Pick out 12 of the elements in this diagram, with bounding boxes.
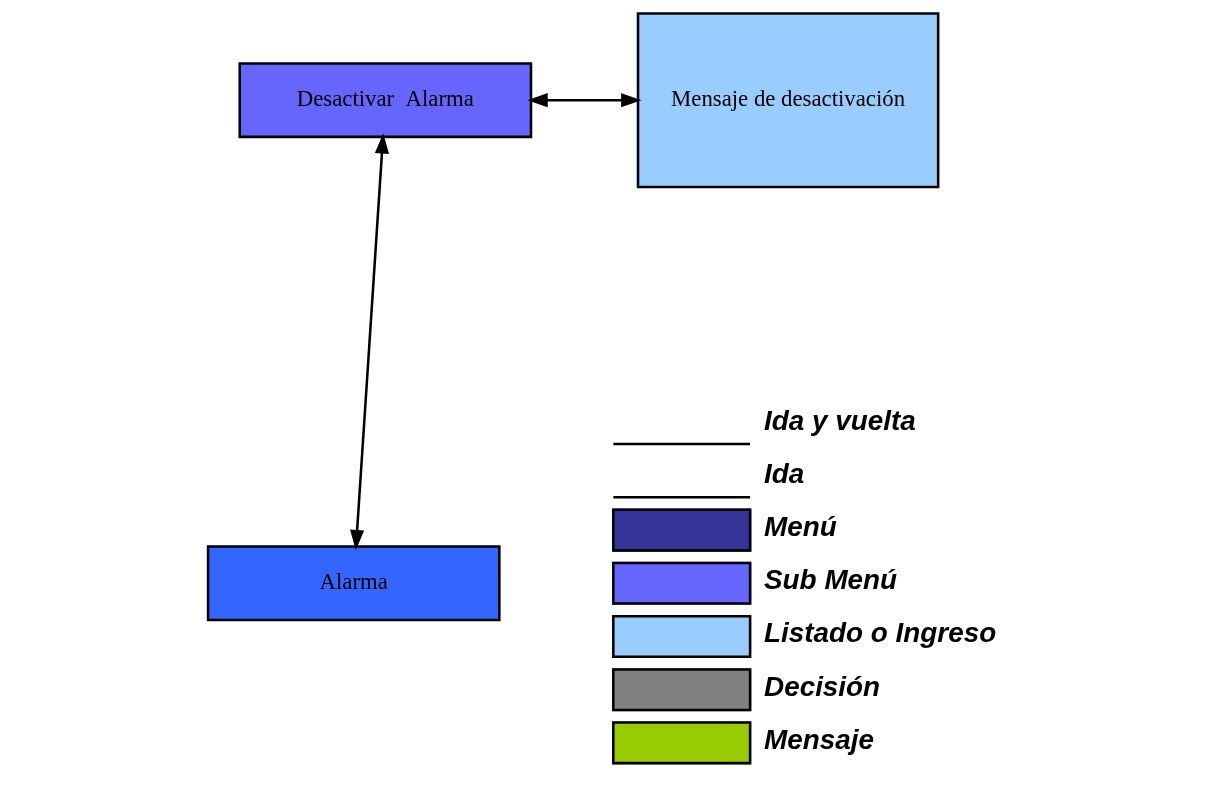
arrow bbox=[527, 93, 642, 108]
node-box: Mensaje de desactivación bbox=[636, 12, 940, 189]
legend-label: Sub Menú bbox=[764, 564, 898, 596]
node-box: Alarma bbox=[206, 545, 501, 622]
arrow bbox=[350, 133, 389, 551]
legend-label: Menú bbox=[764, 510, 837, 542]
legend-label: Ida y vuelta bbox=[764, 404, 916, 436]
legend-label: Decisión bbox=[764, 670, 881, 702]
node-box: Desactivar Alarma bbox=[238, 62, 533, 139]
legend-label: Listado o Ingreso bbox=[764, 617, 997, 649]
legend-label: Mensaje bbox=[764, 723, 874, 755]
legend-label: Ida bbox=[764, 457, 805, 489]
